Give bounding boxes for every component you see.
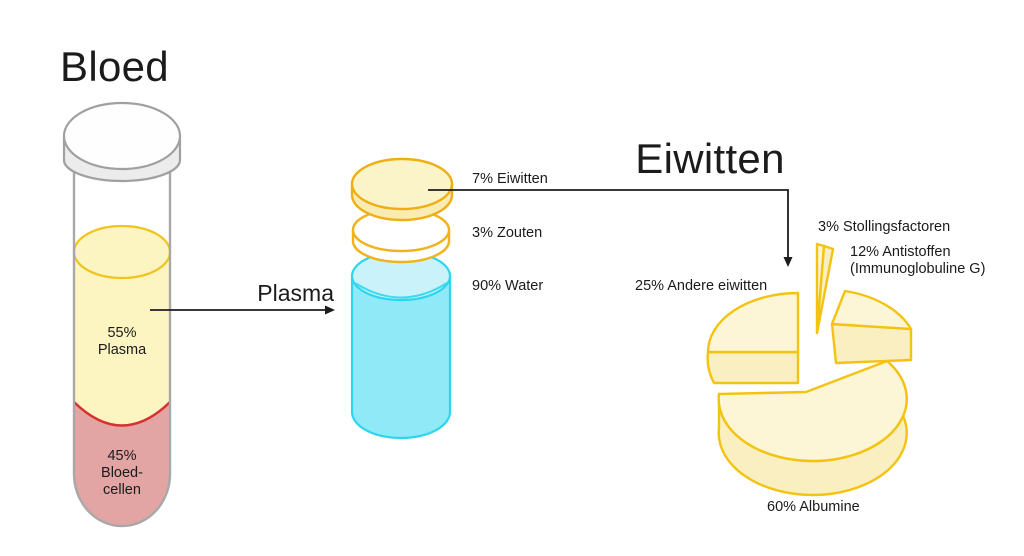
tube-plasma-segment [74, 226, 170, 426]
water-cylinder-body [350, 275, 452, 440]
plasma-arrow-label: Plasma [257, 280, 334, 306]
bloodcells-name-line2: cellen [103, 482, 141, 499]
label-water-90: 90% Water [472, 278, 544, 294]
eiwitten-connector-arrow [428, 189, 793, 267]
plasma-arrow-head-icon [325, 305, 335, 315]
plasma-bottle-graphic [350, 157, 454, 440]
tube-glass-outline [72, 158, 172, 528]
label-albumine: 60% Albumine [767, 499, 860, 515]
label-antistoffen: 12% Antistoffen(Immunoglobuline G) [850, 244, 985, 278]
antistoffen-line1: 12% Antistoffen [850, 244, 951, 260]
plasma-percent: 55% [107, 325, 137, 341]
eiwitten-pie-chart [706, 242, 913, 497]
tube-plasma-label: 55%Plasma [62, 325, 182, 359]
eiwitten-connector-line [428, 189, 789, 258]
pie-slice-antistoffen-top [830, 289, 913, 331]
tube-cap-top [62, 101, 182, 171]
plasma-arrow [150, 305, 335, 315]
pie-slice-stollingsfactoren-right [815, 244, 835, 335]
blood-tube-graphic [62, 101, 182, 528]
pie-slice-andere-side [706, 350, 800, 385]
water-surface-line [354, 282, 448, 299]
eiwitten-title: Eiwitten [635, 135, 785, 182]
pie-slice-antistoffen-side [830, 322, 913, 365]
eiwitten-disc-top [350, 157, 454, 211]
bloed-title: Bloed [60, 43, 169, 90]
bloodcells-name-line1: Bloed- [101, 465, 143, 482]
tube-bloodcells-label: 45%Bloed-cellen [62, 448, 182, 499]
label-zouten-3: 3% Zouten [472, 225, 543, 241]
plasma-name: Plasma [97, 342, 147, 359]
bloodcells-percent: 45% [107, 448, 137, 464]
label-andere-eiwitten: 25% Andere eiwitten [635, 278, 768, 294]
tube-bloodcells-segment [74, 402, 170, 526]
eiwitten-arrow-head-icon [783, 257, 793, 267]
plasma-blood-boundary-line [73, 401, 171, 427]
label-eiwitten-7: 7% Eiwitten [472, 171, 548, 187]
antistoffen-line2: (Immunoglobuline G) [850, 261, 986, 278]
pie-slice-andere-top [706, 291, 800, 354]
pie-slice-albumine-top [717, 359, 908, 463]
label-stollingsfactoren: 3% Stollingsfactoren [818, 219, 951, 235]
